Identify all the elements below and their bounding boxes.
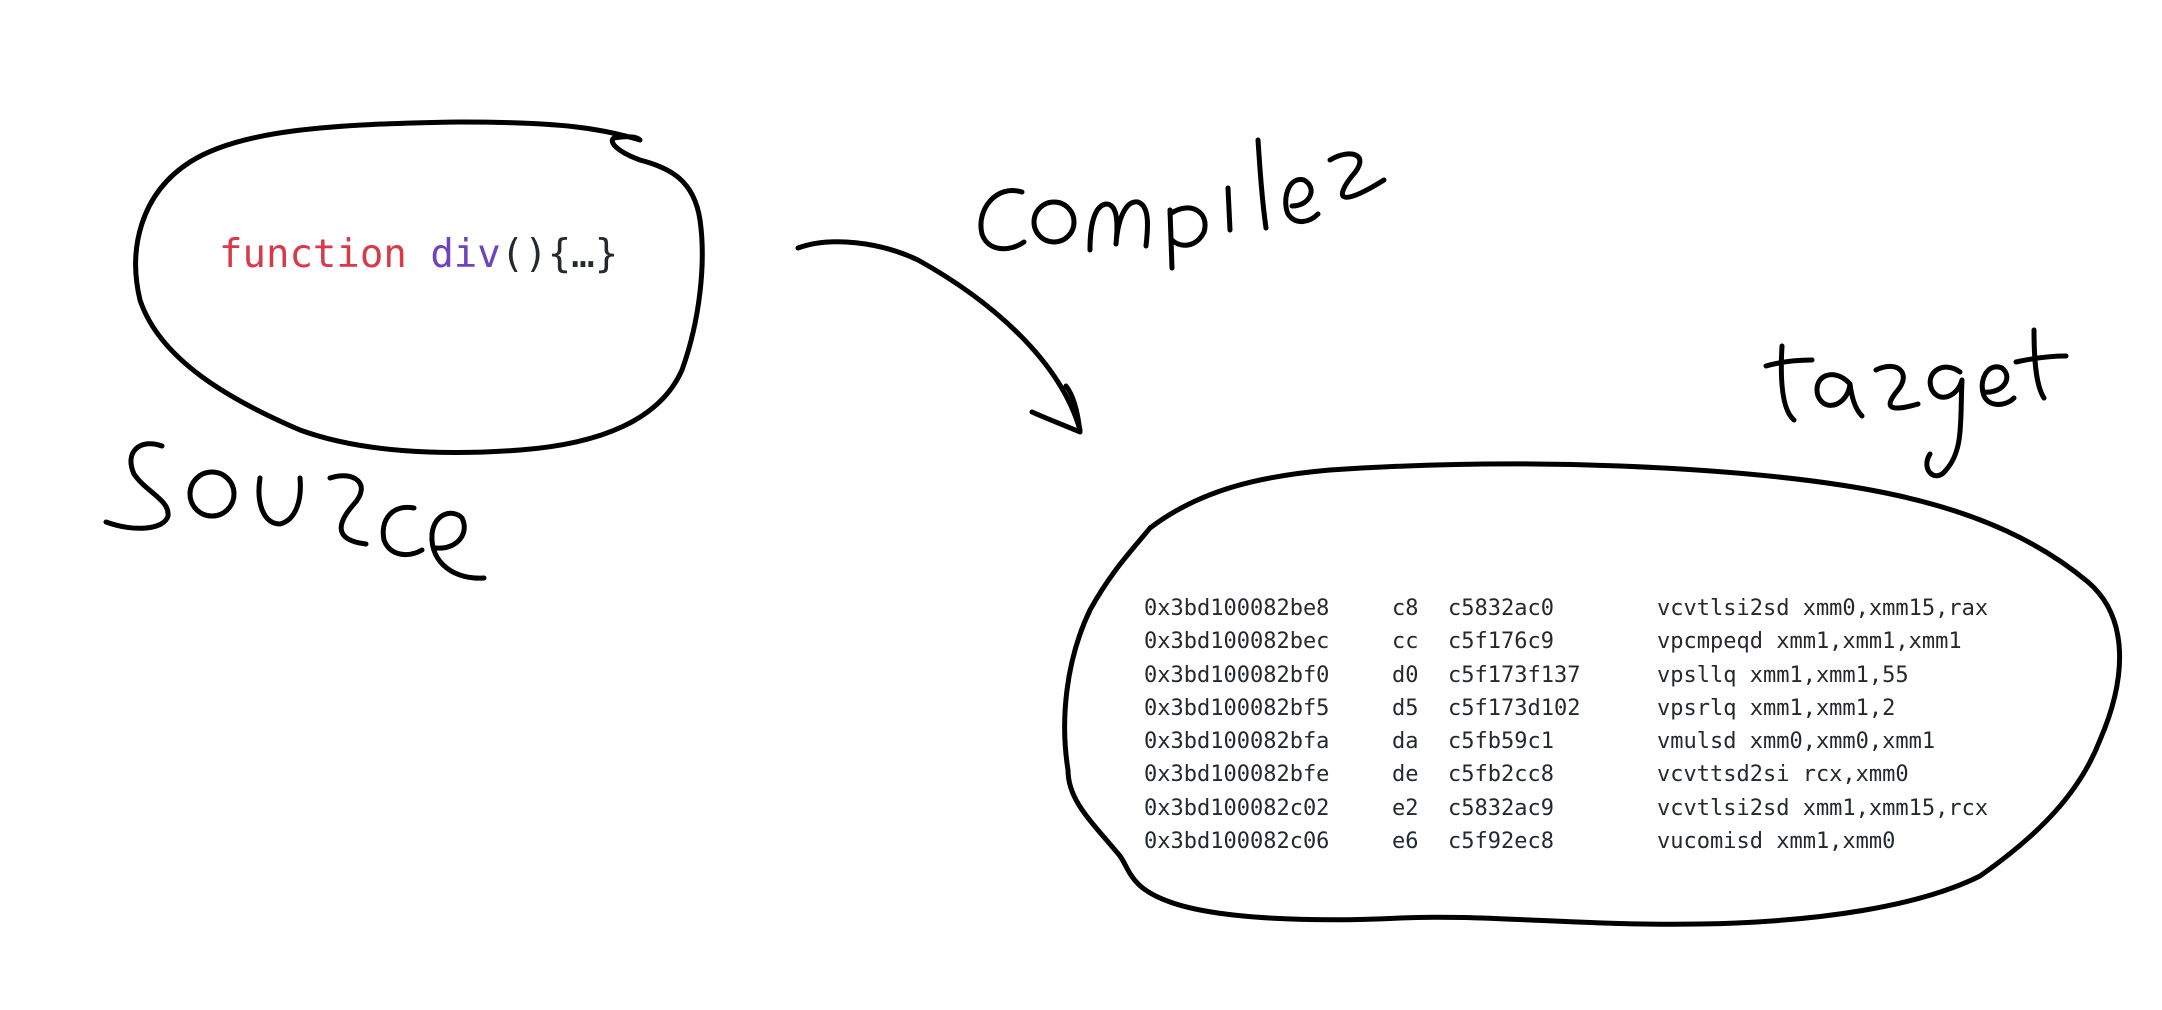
asm-bytes: c5f176c9 bbox=[1448, 629, 1554, 655]
asm-instruction: vmulsd xmm0,xmm0,xmm1 bbox=[1657, 729, 1936, 755]
asm-offset: d0 bbox=[1392, 662, 1419, 688]
asm-address: 0x3bd100082bfe bbox=[1144, 762, 1330, 788]
asm-bytes: c5f173d102 bbox=[1448, 695, 1581, 721]
asm-bytes: c5fb2cc8 bbox=[1448, 762, 1554, 788]
asm-address: 0x3bd100082bfa bbox=[1144, 729, 1330, 755]
asm-instruction: vcvtlsi2sd xmm1,xmm15,rcx bbox=[1657, 795, 1989, 821]
asm-bytes: c5f173f137 bbox=[1448, 662, 1581, 688]
function-body: (){…} bbox=[500, 232, 619, 277]
asm-address: 0x3bd100082bf5 bbox=[1144, 695, 1330, 721]
target-label-handwriting bbox=[1763, 327, 2069, 479]
asm-bytes: c5832ac9 bbox=[1448, 795, 1554, 821]
asm-offset: de bbox=[1392, 762, 1419, 788]
asm-instruction: vpsllq xmm1,xmm1,55 bbox=[1657, 662, 1909, 688]
asm-bytes: c5f92ec8 bbox=[1448, 829, 1554, 855]
asm-instruction: vucomisd xmm1,xmm0 bbox=[1657, 829, 1896, 855]
asm-offset: e2 bbox=[1392, 795, 1419, 821]
source-code-snippet: function div(){…} bbox=[219, 230, 618, 280]
asm-address: 0x3bd100082c06 bbox=[1144, 829, 1330, 855]
asm-address: 0x3bd100082bf0 bbox=[1144, 662, 1330, 688]
asm-instruction: vpcmpeqd xmm1,xmm1,xmm1 bbox=[1657, 629, 1962, 655]
compiler-arrow-head bbox=[1029, 383, 1083, 435]
asm-offset: cc bbox=[1392, 629, 1419, 655]
asm-offset: e6 bbox=[1392, 829, 1419, 855]
asm-address: 0x3bd100082bec bbox=[1144, 629, 1330, 655]
asm-address: 0x3bd100082c02 bbox=[1144, 795, 1330, 821]
asm-offset: da bbox=[1392, 729, 1419, 755]
compiler-label-handwriting bbox=[978, 137, 1387, 271]
asm-bytes: c5fb59c1 bbox=[1448, 729, 1554, 755]
source-blob bbox=[133, 119, 705, 456]
function-name: div bbox=[430, 232, 501, 277]
function-keyword: function bbox=[219, 232, 407, 277]
asm-instruction: vcvtlsi2sd xmm0,xmm15,rax bbox=[1657, 596, 1989, 621]
asm-offset: c8 bbox=[1392, 596, 1419, 621]
asm-offset: d5 bbox=[1392, 695, 1419, 721]
target-blob bbox=[1062, 461, 2122, 927]
asm-instruction: vpsrlq xmm1,xmm1,2 bbox=[1657, 695, 1896, 721]
asm-bytes: c5832ac0 bbox=[1448, 596, 1554, 621]
source-label-handwriting bbox=[103, 441, 487, 581]
asm-address: 0x3bd100082be8 bbox=[1144, 596, 1330, 621]
asm-instruction: vcvttsd2si rcx,xmm0 bbox=[1657, 762, 1909, 788]
compiler-arrow bbox=[795, 239, 1083, 433]
